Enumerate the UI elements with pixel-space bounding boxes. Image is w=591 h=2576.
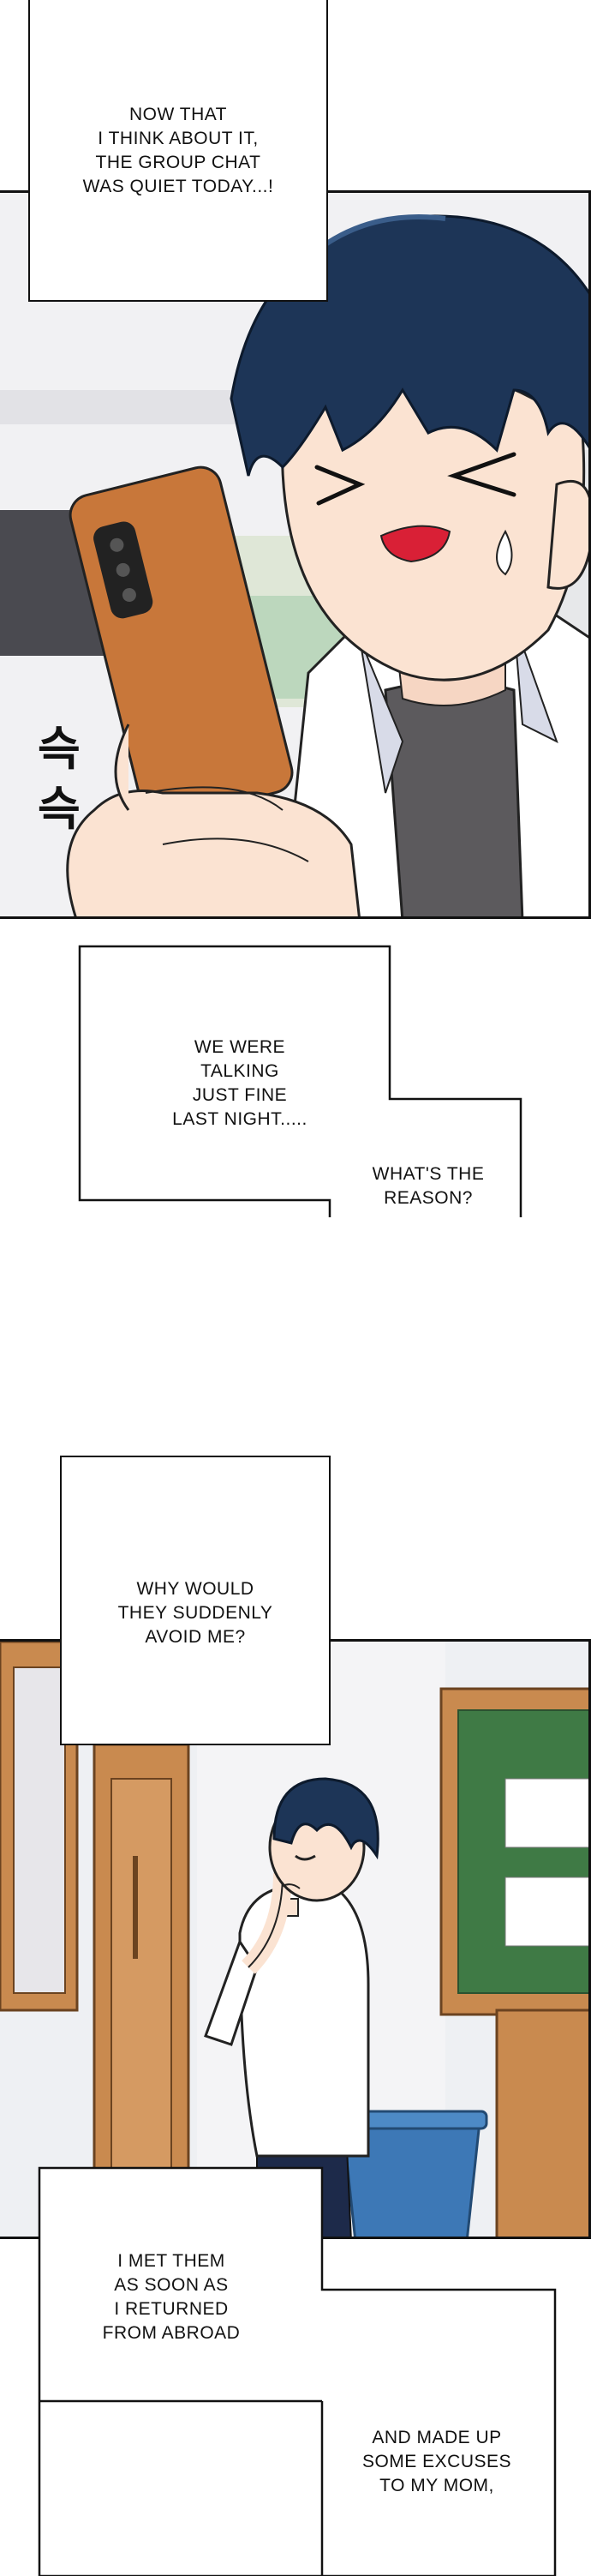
stepped-caption-frame-2 [38, 2166, 557, 2576]
panel-phone-closeup: 슥 슥 [0, 190, 591, 919]
sfx-text-2: 슥 [38, 782, 81, 836]
caption-text-4: WHY WOULD THEY SUDDENLY AVOID ME? [117, 1579, 273, 1647]
caption-box-1: NOW THAT I THINK ABOUT IT, THE GROUP CHA… [28, 0, 328, 302]
caption-box-4: WHY WOULD THEY SUDDENLY AVOID ME? [60, 1456, 331, 1745]
caption-divider [39, 2399, 324, 2576]
caption-text-3: WHAT'S THE REASON? [372, 1164, 485, 1208]
panel-phone-art [0, 193, 588, 916]
panel-thinking-hallway [0, 1639, 591, 2239]
sfx-text-1: 슥 [38, 722, 81, 776]
caption-text-1: NOW THAT I THINK ABOUT IT, THE GROUP CHA… [82, 105, 274, 196]
stepped-caption-frame [78, 945, 522, 1217]
panel-hallway-art [0, 1642, 588, 2237]
caption-text-6: AND MADE UP SOME EXCUSES TO MY MOM, [361, 2428, 512, 2495]
caption-text-2: WE WERE TALKING JUST FINE LAST NIGHT....… [172, 1037, 307, 1129]
caption-text-5: I MET THEM AS SOON AS I RETURNED FROM AB… [102, 2251, 241, 2343]
